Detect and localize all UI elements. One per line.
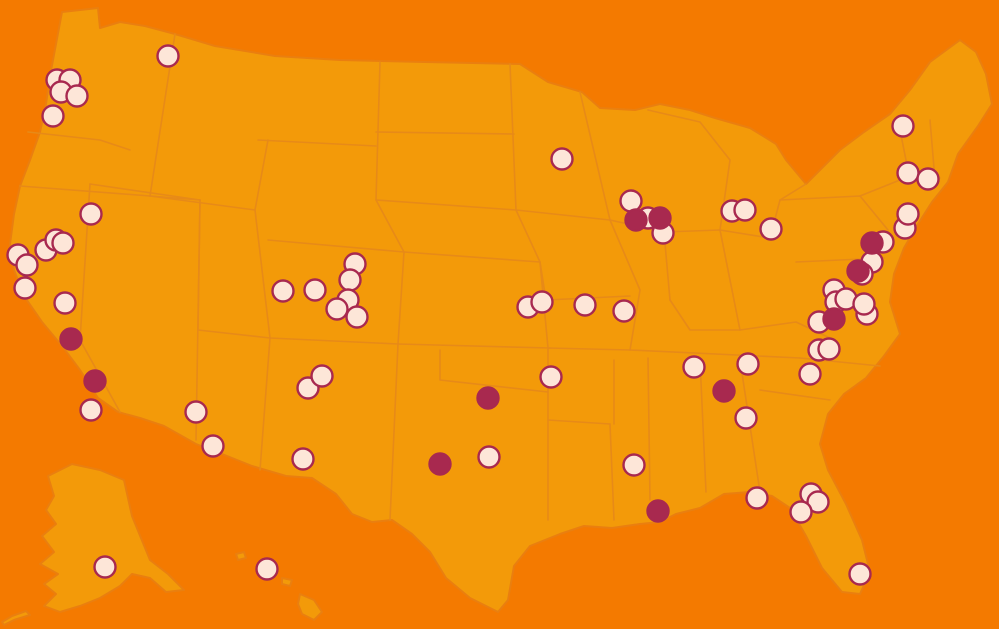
- location-marker-light-31[interactable]: [612, 299, 636, 323]
- location-marker-light-66[interactable]: [93, 555, 117, 579]
- location-marker-light-15[interactable]: [184, 400, 208, 424]
- location-marker-light-44[interactable]: [745, 486, 769, 510]
- location-marker-light-25[interactable]: [310, 364, 334, 388]
- location-marker-dark-2[interactable]: [476, 386, 500, 410]
- location-marker-light-46[interactable]: [806, 490, 830, 514]
- location-marker-light-16[interactable]: [201, 434, 225, 458]
- location-marker-light-30[interactable]: [573, 293, 597, 317]
- location-marker-light-22[interactable]: [325, 297, 349, 321]
- location-marker-light-39[interactable]: [733, 198, 757, 222]
- location-marker-light-29[interactable]: [530, 290, 554, 314]
- location-marker-light-27[interactable]: [550, 147, 574, 171]
- location-marker-light-40[interactable]: [759, 217, 783, 241]
- location-marker-dark-3[interactable]: [428, 452, 452, 476]
- location-marker-light-57[interactable]: [852, 292, 876, 316]
- location-marker-light-5[interactable]: [156, 44, 180, 68]
- location-marker-light-48[interactable]: [848, 562, 872, 586]
- location-marker-light-26[interactable]: [291, 447, 315, 471]
- location-marker-light-65[interactable]: [916, 167, 940, 191]
- hawaii-land: [297, 593, 323, 621]
- location-marker-light-62[interactable]: [896, 202, 920, 226]
- location-marker-light-34[interactable]: [622, 453, 646, 477]
- location-marker-light-63[interactable]: [891, 114, 915, 138]
- location-marker-light-35[interactable]: [619, 189, 643, 213]
- location-marker-light-33[interactable]: [477, 445, 501, 469]
- markers-dark-layer: [59, 206, 884, 523]
- location-marker-light-32[interactable]: [539, 365, 563, 389]
- location-marker-light-3[interactable]: [65, 84, 89, 108]
- location-marker-light-51[interactable]: [817, 337, 841, 361]
- location-marker-light-47[interactable]: [789, 500, 813, 524]
- contiguous-us-land: [9, 7, 993, 613]
- location-marker-light-41[interactable]: [682, 355, 706, 379]
- location-marker-light-12[interactable]: [79, 202, 103, 226]
- location-marker-light-43[interactable]: [734, 406, 758, 430]
- markers-light-layer: [6, 44, 940, 586]
- location-marker-light-7[interactable]: [15, 253, 39, 277]
- location-marker-dark-7[interactable]: [648, 206, 672, 230]
- location-marker-light-42[interactable]: [736, 352, 760, 376]
- location-marker-light-64[interactable]: [896, 161, 920, 185]
- location-marker-dark-8[interactable]: [860, 231, 884, 255]
- location-marker-light-67[interactable]: [255, 557, 279, 581]
- alaska-land: [39, 463, 185, 613]
- location-marker-light-14[interactable]: [79, 398, 103, 422]
- location-marker-light-11[interactable]: [13, 276, 37, 300]
- aleutian-islands: [1, 610, 31, 626]
- location-marker-light-23[interactable]: [345, 305, 369, 329]
- location-marker-dark-0[interactable]: [59, 327, 83, 351]
- location-marker-light-10[interactable]: [51, 231, 75, 255]
- location-marker-dark-5[interactable]: [712, 379, 736, 403]
- location-marker-light-4[interactable]: [41, 104, 65, 128]
- location-marker-light-13[interactable]: [53, 291, 77, 315]
- location-marker-light-20[interactable]: [338, 268, 362, 292]
- location-marker-dark-6[interactable]: [624, 208, 648, 232]
- location-marker-light-17[interactable]: [271, 279, 295, 303]
- location-marker-light-49[interactable]: [798, 362, 822, 386]
- location-marker-dark-1[interactable]: [83, 369, 107, 393]
- location-marker-dark-10[interactable]: [822, 307, 846, 331]
- location-marker-light-18[interactable]: [303, 278, 327, 302]
- location-marker-dark-9[interactable]: [846, 259, 870, 283]
- location-marker-dark-4[interactable]: [646, 499, 670, 523]
